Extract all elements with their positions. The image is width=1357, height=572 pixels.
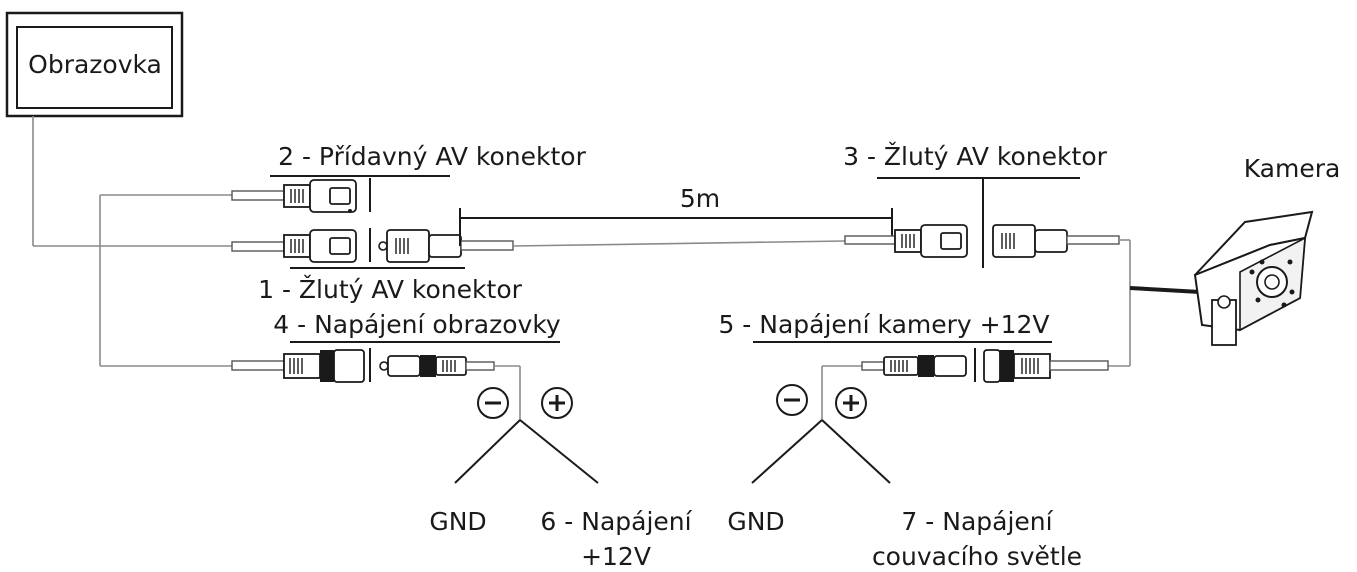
- yellow-av-3-label: 3 - Žlutý AV konektor: [843, 142, 1108, 171]
- reverse-light-label-line2: couvacího světle: [872, 542, 1082, 571]
- camera-power-polarity: [776, 384, 867, 419]
- camera-power-connector: [983, 349, 1109, 383]
- screen-wires: [32, 116, 232, 367]
- screen-power-connector: [231, 349, 365, 383]
- yellow-av-plug-1: [378, 229, 514, 263]
- aux-av-label: 2 - Přídavný AV konektor: [278, 142, 586, 171]
- camera-label: Kamera: [1244, 154, 1341, 183]
- cable-length-dimension: 5m: [459, 184, 893, 246]
- yellow-av-1-label: 1 - Žlutý AV konektor: [258, 275, 523, 304]
- gnd-right-label: GND: [727, 507, 784, 536]
- screen-label: Obrazovka: [28, 50, 162, 79]
- screen-power-plug: [379, 355, 495, 377]
- reverse-light-label-line1: 7 - Napájení: [901, 507, 1053, 536]
- screen-box: Obrazovka: [5, 11, 184, 118]
- aux-av-connector: [231, 179, 357, 213]
- yellow-av-connector-1: [231, 229, 357, 263]
- screen-power-polarity: [477, 387, 573, 419]
- power12-label-line1: 6 - Napájení: [540, 507, 692, 536]
- camera-wires: [1108, 239, 1201, 367]
- yellow-av-plug-3: [992, 224, 1120, 258]
- screen-power-label: 4 - Napájení obrazovky: [273, 310, 561, 339]
- yellow-av-connector-3: [844, 224, 968, 258]
- camera-power-plug: [822, 355, 967, 377]
- camera-icon: [1193, 210, 1314, 346]
- gnd-left-label: GND: [429, 507, 486, 536]
- camera-power-label: 5 - Napájení kamery +12V: [718, 310, 1049, 339]
- cable-length-label: 5m: [680, 184, 720, 213]
- power12-label-line2: +12V: [581, 542, 651, 571]
